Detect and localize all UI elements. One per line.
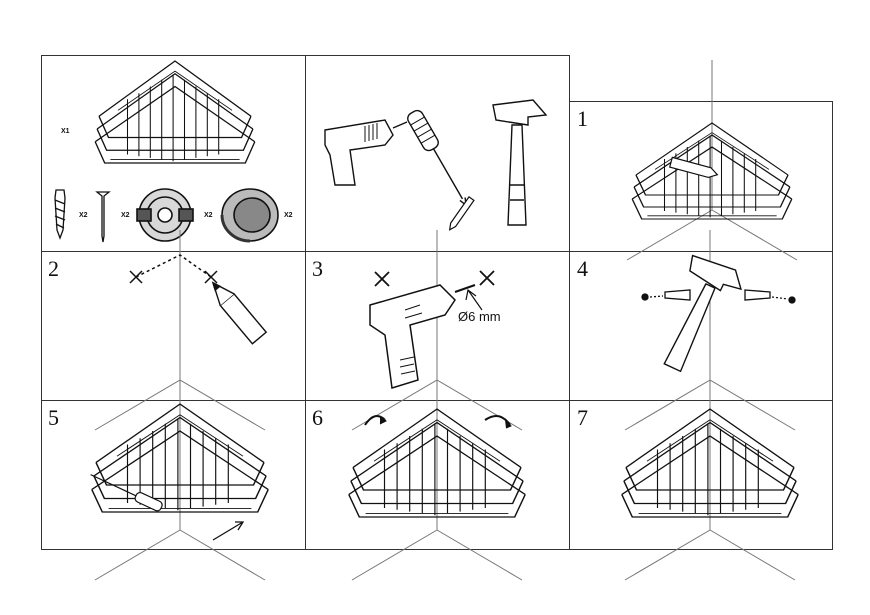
step-number-6: 6: [312, 405, 323, 430]
bracket-qty-label: X2: [204, 212, 213, 219]
step5-arrow: [212, 521, 245, 541]
anchor-qty-label: X2: [79, 212, 88, 219]
step3-drill-icon: [369, 284, 476, 389]
parts-basket: [94, 60, 256, 164]
step4-anchors: [641, 289, 796, 304]
drill-size-label: Ø6 mm: [458, 309, 501, 324]
step5-screwdriver: [90, 474, 163, 512]
wall-anchor-icon: [54, 189, 66, 240]
step-number-3: 3: [312, 256, 323, 281]
step-number-5: 5: [48, 405, 59, 430]
pencil-icon: [448, 196, 475, 231]
cover-cap-icon: [220, 188, 279, 243]
step4-hammer-icon: [663, 254, 742, 373]
step-number-2: 2: [48, 256, 59, 281]
cap-qty-label: X2: [284, 212, 293, 219]
panel-grid: [41, 55, 833, 550]
basket-qty-label: X1: [61, 128, 70, 135]
screwdriver-icon: [407, 109, 467, 207]
step3-marks: [374, 270, 495, 287]
step2-marks: [129, 254, 218, 284]
wall-bracket-icon: [136, 188, 194, 242]
step2-pencil-icon: [211, 281, 268, 345]
step1-marker-pencil: [668, 156, 719, 179]
step3-arrow: [465, 288, 483, 311]
step-number-1: 1: [577, 106, 588, 131]
drill-icon: [324, 119, 408, 186]
step-number-4: 4: [577, 256, 588, 281]
screw-icon: [95, 191, 111, 243]
screw-qty-label: X2: [121, 212, 130, 219]
step-number-7: 7: [577, 405, 588, 430]
hammer-icon: [492, 99, 548, 226]
